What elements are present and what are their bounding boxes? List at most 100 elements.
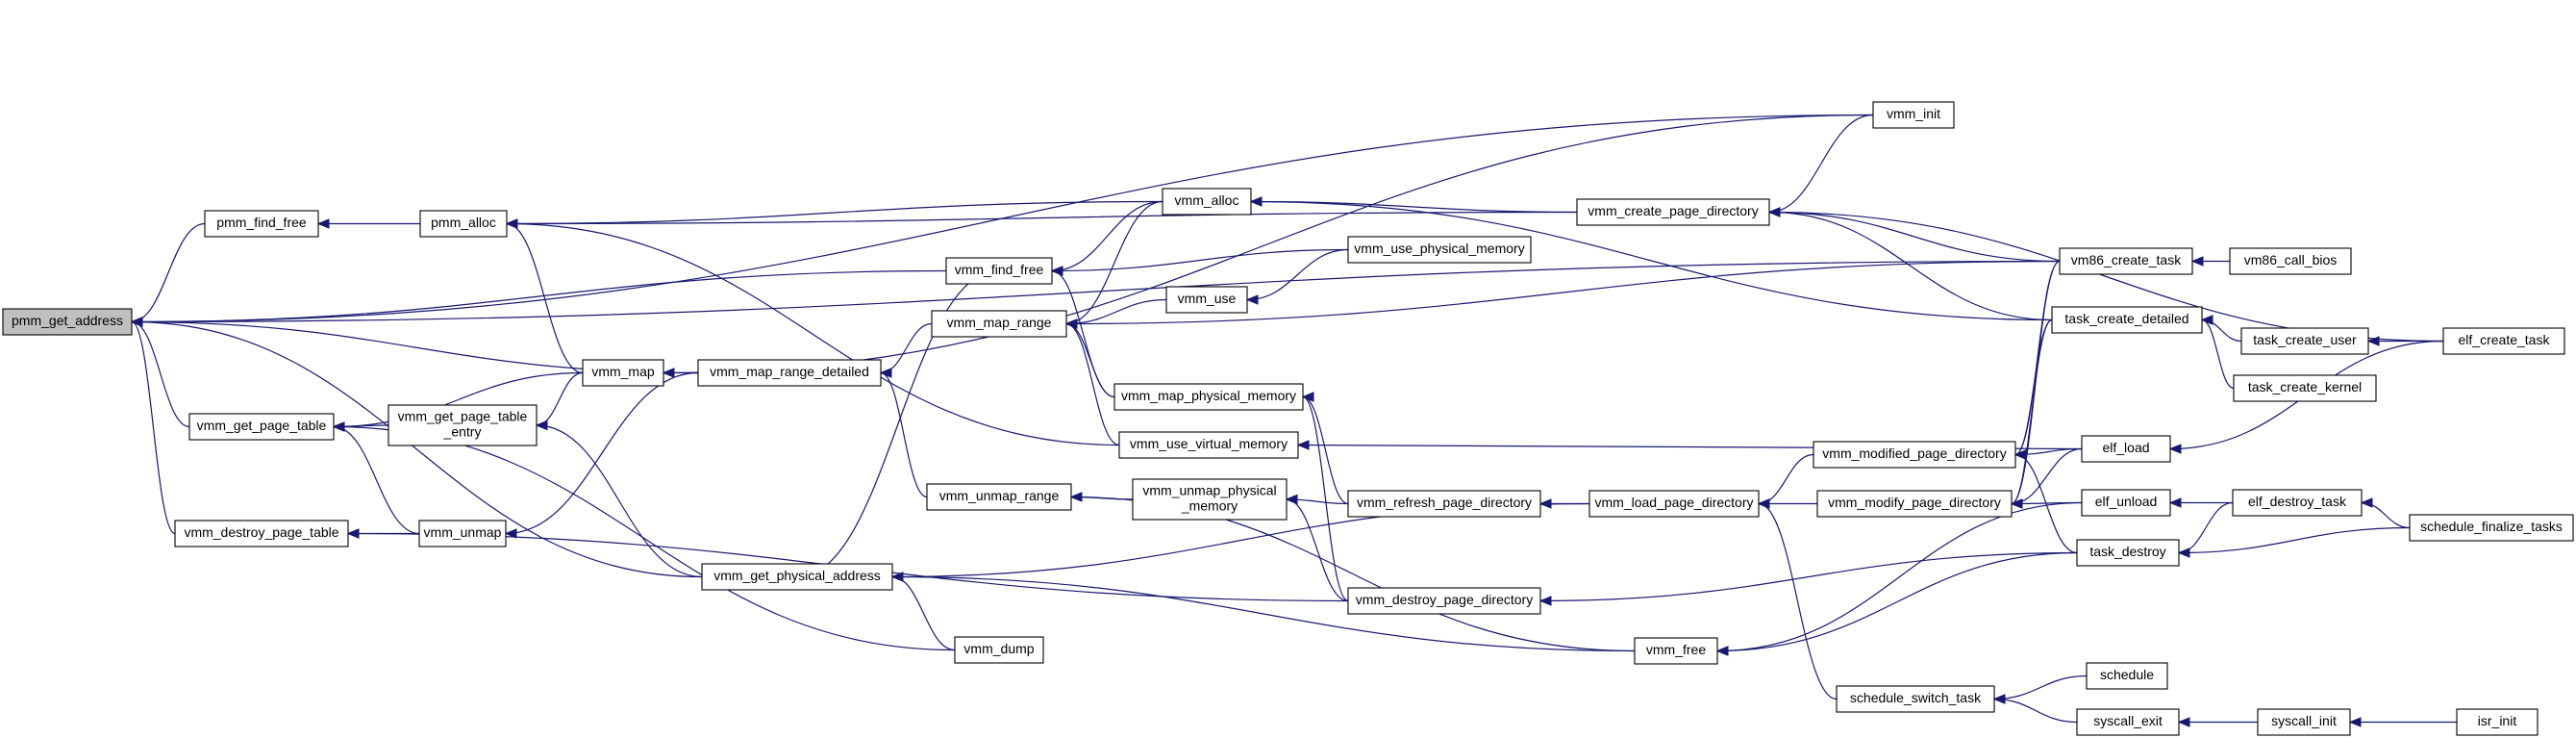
node-box[interactable] — [2456, 708, 2538, 736]
node-elf_unload[interactable]: elf_unload — [2081, 489, 2171, 517]
node-syscall_exit[interactable]: syscall_exit — [2076, 708, 2180, 736]
node-box[interactable] — [1576, 198, 1770, 226]
node-box[interactable] — [1588, 490, 1760, 518]
node-vmm_unmap_physical_memory[interactable]: vmm_unmap_physical_memory — [1132, 478, 1288, 521]
node-box[interactable] — [945, 257, 1053, 285]
node-pmm_get_address[interactable]: pmm_get_address — [2, 308, 133, 336]
node-vmm_use_physical_memory[interactable]: vmm_use_physical_memory — [1347, 236, 1532, 264]
node-box[interactable] — [174, 520, 349, 547]
node-vmm_dump[interactable]: vmm_dump — [954, 636, 1044, 664]
node-box[interactable] — [2076, 708, 2180, 736]
node-vmm_use_virtual_memory[interactable]: vmm_use_virtual_memory — [1118, 431, 1299, 459]
node-box[interactable] — [2233, 374, 2377, 402]
node-label: syscall_exit — [2093, 713, 2163, 728]
node-vm86_call_bios[interactable]: vm86_call_bios — [2229, 247, 2352, 275]
node-box[interactable] — [2059, 247, 2193, 275]
node-box[interactable] — [2081, 489, 2171, 517]
node-box[interactable] — [954, 636, 1044, 664]
node-vmm_unmap_range[interactable]: vmm_unmap_range — [926, 483, 1072, 511]
node-pmm_alloc[interactable]: pmm_alloc — [419, 210, 508, 238]
node-task_create_detailed[interactable]: task_create_detailed — [2051, 306, 2203, 334]
node-vmm_modified_page_directory[interactable]: vmm_modified_page_directory — [1813, 441, 2016, 469]
node-box[interactable] — [1813, 441, 2016, 469]
node-syscall_init[interactable]: syscall_init — [2257, 708, 2351, 736]
node-elf_create_task[interactable]: elf_create_task — [2442, 327, 2565, 355]
node-box[interactable] — [1872, 101, 1955, 129]
node-vmm_destroy_page_directory[interactable]: vmm_destroy_page_directory — [1347, 587, 1541, 615]
node-box[interactable] — [2081, 435, 2171, 463]
node-box[interactable] — [2442, 327, 2565, 355]
node-vmm_modify_page_directory[interactable]: vmm_modify_page_directory — [1816, 490, 2013, 518]
node-box[interactable] — [1162, 188, 1252, 216]
node-box[interactable] — [2409, 514, 2574, 542]
node-box[interactable] — [2232, 489, 2363, 517]
node-vmm_get_page_table_entry[interactable]: vmm_get_page_table_entry — [388, 404, 538, 446]
node-box[interactable] — [582, 359, 664, 387]
node-schedule[interactable]: schedule — [2086, 662, 2168, 690]
node-pmm_find_free[interactable]: pmm_find_free — [204, 210, 319, 238]
arrow-head-syscall_init — [2348, 717, 2362, 727]
node-vm86_create_task[interactable]: vm86_create_task — [2059, 247, 2193, 275]
node-box[interactable] — [2257, 708, 2351, 736]
node-box[interactable] — [1816, 490, 2013, 518]
node-box[interactable] — [701, 563, 893, 591]
node-box[interactable] — [388, 404, 538, 446]
edge-vmm_alloc-to-pmm_alloc — [506, 200, 1163, 225]
node-task_create_user[interactable]: task_create_user — [2240, 327, 2369, 355]
node-box[interactable] — [1347, 490, 1541, 518]
node-vmm_map_range_detailed[interactable]: vmm_map_range_detailed — [697, 359, 882, 387]
node-box[interactable] — [418, 520, 507, 547]
node-label: vmm_load_page_directory — [1595, 495, 1754, 510]
node-vmm_free[interactable]: vmm_free — [1634, 637, 1718, 665]
arrow-head-vmm_modify_page_directory — [2010, 498, 2023, 509]
node-vmm_alloc[interactable]: vmm_alloc — [1162, 188, 1252, 216]
node-box[interactable] — [204, 210, 319, 238]
node-box[interactable] — [1347, 587, 1541, 615]
node-task_destroy[interactable]: task_destroy — [2076, 539, 2180, 567]
node-box[interactable] — [2240, 327, 2369, 355]
node-box[interactable] — [697, 359, 882, 387]
node-vmm_map[interactable]: vmm_map — [582, 359, 664, 387]
node-box[interactable] — [926, 483, 1072, 511]
node-label: task_create_user — [2253, 332, 2357, 347]
node-label: isr_init — [2478, 713, 2517, 728]
arrow-head-vmm_create_page_directory — [1767, 207, 1781, 217]
node-box[interactable] — [2, 308, 133, 336]
node-vmm_create_page_directory[interactable]: vmm_create_page_directory — [1576, 198, 1770, 226]
node-schedule_finalize_tasks[interactable]: schedule_finalize_tasks — [2409, 514, 2574, 542]
node-elf_destroy_task[interactable]: elf_destroy_task — [2232, 489, 2363, 517]
node-box[interactable] — [1132, 478, 1288, 521]
node-vmm_init[interactable]: vmm_init — [1872, 101, 1955, 129]
node-elf_load[interactable]: elf_load — [2081, 435, 2171, 463]
node-vmm_load_page_directory[interactable]: vmm_load_page_directory — [1588, 490, 1760, 518]
node-schedule_switch_task[interactable]: schedule_switch_task — [1836, 685, 1995, 713]
node-vmm_unmap[interactable]: vmm_unmap — [418, 520, 507, 547]
node-vmm_get_physical_address[interactable]: vmm_get_physical_address — [701, 563, 893, 591]
node-vmm_refresh_page_directory[interactable]: vmm_refresh_page_directory — [1347, 490, 1541, 518]
node-box[interactable] — [188, 413, 335, 441]
node-box[interactable] — [2229, 247, 2352, 275]
node-box[interactable] — [1165, 286, 1248, 314]
node-box[interactable] — [2086, 662, 2168, 690]
node-task_create_kernel[interactable]: task_create_kernel — [2233, 374, 2377, 402]
node-vmm_destroy_page_table[interactable]: vmm_destroy_page_table — [174, 520, 349, 547]
node-box[interactable] — [1113, 383, 1304, 411]
arrow-head-vmm_refresh_page_directory — [1538, 498, 1552, 509]
node-label: vmm_alloc — [1175, 192, 1239, 208]
node-vmm_use[interactable]: vmm_use — [1165, 286, 1248, 314]
node-vmm_map_range[interactable]: vmm_map_range — [931, 310, 1067, 338]
node-box[interactable] — [931, 310, 1067, 338]
node-box[interactable] — [2051, 306, 2203, 334]
arrow-head-pmm_alloc — [505, 218, 518, 229]
node-box[interactable] — [2076, 539, 2180, 567]
node-box[interactable] — [419, 210, 508, 238]
node-isr_init[interactable]: isr_init — [2456, 708, 2538, 736]
node-vmm_find_free[interactable]: vmm_find_free — [945, 257, 1053, 285]
node-box[interactable] — [1836, 685, 1995, 713]
node-box[interactable] — [1347, 236, 1532, 264]
node-vmm_map_physical_memory[interactable]: vmm_map_physical_memory — [1113, 383, 1304, 411]
node-box[interactable] — [1634, 637, 1718, 665]
edge-vmm_map_range_detailed-to-vmm_unmap — [505, 371, 699, 535]
node-vmm_get_page_table[interactable]: vmm_get_page_table — [188, 413, 335, 441]
node-box[interactable] — [1118, 431, 1299, 459]
